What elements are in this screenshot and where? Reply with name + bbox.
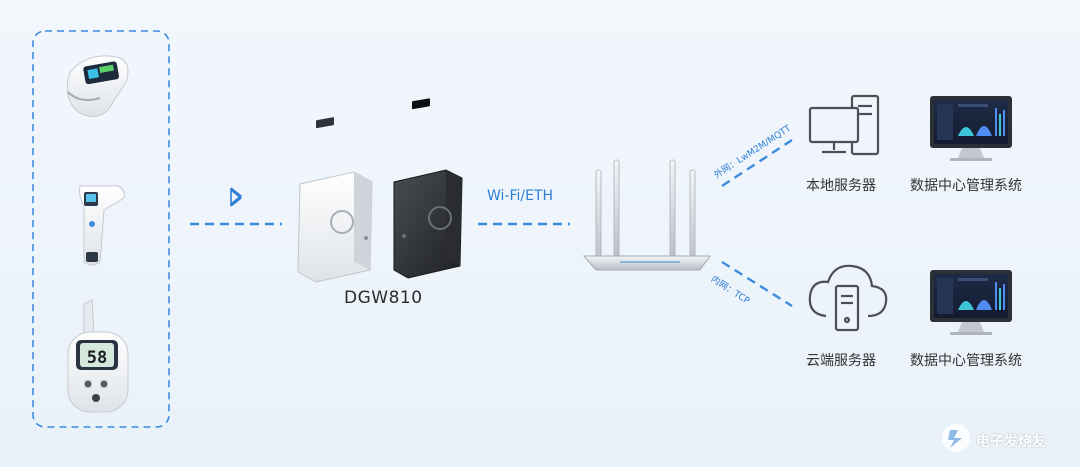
watermark-text: 电子发烧友 xyxy=(976,434,1046,450)
glucose-meter-icon xyxy=(67,299,129,413)
wifi-label: Wi-Fi/ETH xyxy=(487,188,554,204)
watermark-logo-icon xyxy=(942,424,970,452)
cloud-server-icon xyxy=(808,264,888,332)
gateway-icon xyxy=(297,117,373,283)
data-center-label: 数据中心管理系统 xyxy=(910,353,1022,369)
thermometer-icon xyxy=(79,185,125,266)
bluetooth-icon xyxy=(230,187,242,207)
cloud-server-label: 云端服务器 xyxy=(806,353,876,369)
gateway-label: DGW810 xyxy=(344,288,423,308)
desktop-computer-icon xyxy=(808,94,880,156)
monitor-dashboard-icon xyxy=(930,96,1012,161)
internal-link-line xyxy=(721,260,793,308)
router-icon xyxy=(582,159,711,271)
device-group-box xyxy=(32,30,170,428)
data-center-label: 数据中心管理系统 xyxy=(910,178,1022,194)
local-server-label: 本地服务器 xyxy=(806,178,876,194)
monitor-dashboard-icon xyxy=(930,270,1012,335)
gateway-icon xyxy=(393,98,463,279)
glucose-reading: 58 xyxy=(87,348,107,368)
pulse-oximeter-icon xyxy=(66,55,129,117)
